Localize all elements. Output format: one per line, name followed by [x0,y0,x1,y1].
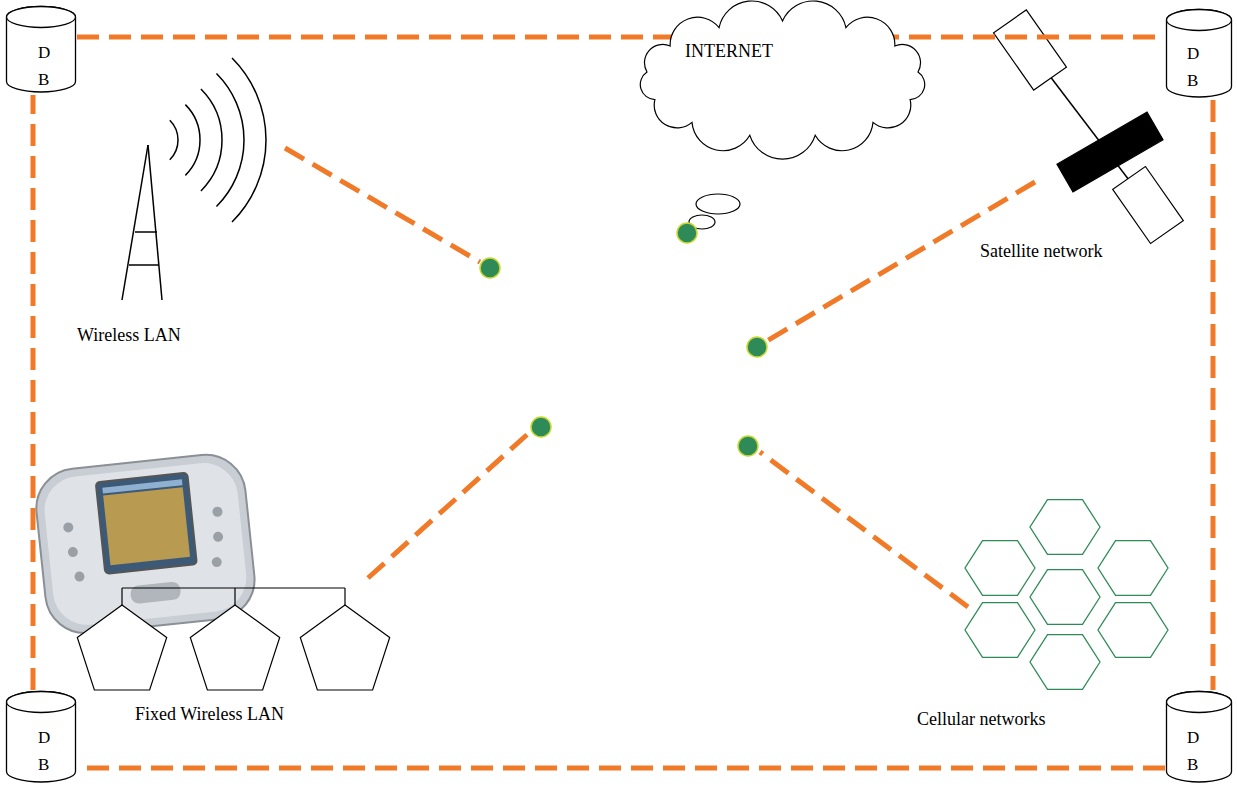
pentagon-symbol [300,605,389,690]
network-label-text: Wireless LAN [77,324,181,346]
satellite-icon [994,10,1184,244]
network-link [760,452,968,607]
database-label: D B [38,39,50,93]
cell-hexagon [1030,635,1100,690]
cylinder-top [1167,692,1232,713]
cell-hexagon [965,541,1035,596]
pentagon-symbol [190,605,279,690]
cylinder-top [7,692,76,713]
cylinder-body [7,692,76,783]
cell-hexagon [965,603,1035,658]
cloud-label: INTERNET [685,40,773,62]
network-label: Wireless LAN [75,322,183,348]
dashed-connector [31,95,36,690]
network-link [765,182,1035,342]
bracket-lines [122,588,345,605]
radio-wave [185,105,200,176]
radio-wave [201,89,222,191]
cylinder-body [1167,692,1232,782]
cylinder-body [1167,10,1232,97]
database-label: D B [1187,40,1199,94]
database-cylinder: D B [5,690,77,785]
database-label: D B [38,724,50,778]
network-label: Satellite network [978,238,1105,264]
cloud-bubble [696,194,740,214]
radio-waves [170,58,266,222]
database-cylinder: D B [1165,690,1233,785]
cloud-outline [630,5,935,153]
cell-hexagon [1030,500,1100,555]
database-cylinder: D B [5,5,77,95]
network-link [285,148,480,262]
database-cylinder: D B [1165,8,1233,100]
dashed-connector [77,35,1165,40]
network-label-text: Fixed Wireless LAN [135,703,284,725]
cell-hexagons [965,500,1168,690]
network-label: Fixed Wireless LAN [133,701,286,727]
database-label: D B [1187,724,1199,778]
radio-wave [216,74,244,207]
cylinder-top [1167,10,1232,31]
internet-cloud: INTERNET [630,5,935,153]
pentagon-symbol [77,605,166,690]
dashed-connector [77,766,1165,771]
network-label-text: Satellite network [980,240,1102,262]
radio-wave [232,58,266,222]
network-label-text: Cellular networks [917,708,1045,730]
cell-hexagon [1098,603,1168,658]
junction-dots [480,223,767,456]
tower-icon [122,58,266,300]
phone-picture [32,451,258,637]
dashed-connector [1211,100,1216,690]
network-link [368,432,530,578]
cloud-path [640,1,924,159]
cylinder-body [7,7,76,93]
radio-wave [170,120,178,160]
cylinder-top [7,7,76,28]
network-label: Cellular networks [915,706,1048,732]
cell-hexagon [1098,541,1168,596]
pentagon-symbols [77,605,389,690]
cell-hexagon [1030,570,1100,625]
